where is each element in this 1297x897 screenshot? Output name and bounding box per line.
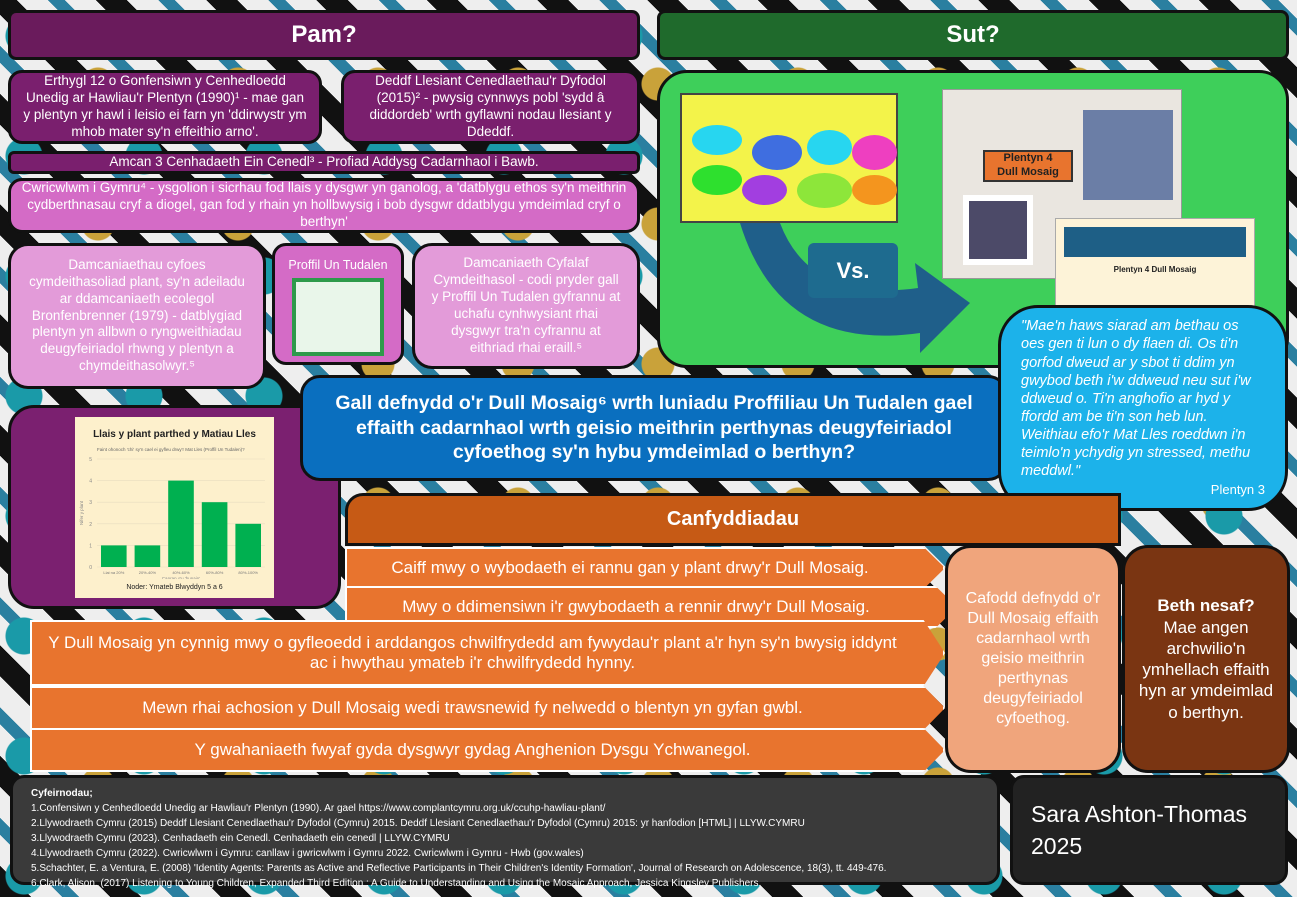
mat-lles-image [680,93,898,223]
x-tick-label: 20%-40% [139,570,157,575]
finding-4: Mewn rhai achosion y Dull Mosaig wedi tr… [30,686,945,730]
y-tick-label: 5 [89,457,92,463]
quote-bubble: "Mae'n haws siarad am bethau os oes gen … [998,305,1288,511]
chart-box: Llais y plant parthed y Matiau Lles Fain… [8,405,341,609]
bar [101,544,127,567]
next-text: Mae angen archwilio'n ymhellach effaith … [1138,617,1274,722]
reference-2: 2.Llywodraeth Cymru (2015) Deddf Llesian… [31,818,805,829]
bar [201,501,228,567]
y-tick-label: 1 [89,543,92,549]
research-question: Gall defnydd o'r Dull Mosaig⁶ wrth lunia… [300,375,1008,481]
amcan-bar: Amcan 3 Cenhadaeth Ein Cenedl³ - Profiad… [8,151,640,174]
y-axis-label: Nifer y plant [79,500,84,525]
uncrc-box: Erthygl 12 o Gonfensiwn y Cenhedloedd Un… [8,70,322,144]
y-tick-label: 4 [89,478,92,484]
references-title: Cyfeirnodau; [31,788,93,799]
finding-5: Y gwahaniaeth fwyaf gyda dysgwyr gydag A… [30,728,945,772]
reference-6: 6.Clark, Alison. (2017) Listening to You… [31,878,762,889]
x-tick-label: Llai na 20% [103,570,124,575]
wellbeing-act-box: Deddf Llesiant Cenedlaethau'r Dyfodol (2… [341,70,640,144]
next-title: Beth nesaf? [1157,596,1255,616]
x-tick-label: 60%-80% [206,570,224,575]
chart-title: Llais y plant parthed y Matiau Lles [93,428,256,440]
proffil-box: Proffil Un Tudalen [272,243,404,365]
x-tick-label: 80%-100% [238,570,258,575]
mosaic-label: Plentyn 4 Dull Mosaig [983,150,1073,182]
x-axis-label: Canran o'u 'hunain' [162,576,200,579]
one-page-profile-image [292,277,384,356]
y-tick-label: 0 [89,565,92,571]
quote-text: "Mae'n haws siarad am bethau os oes gen … [1021,318,1251,480]
bar-chart: Faint ohonoch 'chi' sy'n cael ei gyfleu … [79,447,265,579]
next-steps-box: Beth nesaf? Mae angen archwilio'n ymhell… [1122,545,1290,773]
reference-5: 5.Schachter, E. a Ventura, E. (2008) 'Id… [31,863,887,874]
cyfalaf-box: Damcaniaeth Cyfalaf Cymdeithasol - codi … [412,243,640,369]
bar [134,544,161,567]
sut-header: Sut? [657,10,1289,60]
reference-3: 3.Llywodraeth Cymru (2023). Cenhadaeth e… [31,833,450,844]
chart-panel: Llais y plant parthed y Matiau Lles Fain… [75,416,274,598]
quote-author: Plentyn 3 [1210,482,1265,498]
damcaniaethau-box: Damcaniaethau cyfoes cymdeithasoliad pla… [8,243,266,389]
doc-title: Plentyn 4 Dull Mosaig [1113,265,1197,274]
x-tick-label: 40%-60% [172,570,190,575]
y-tick-label: 3 [89,500,92,506]
references-box: Cyfeirnodau; 1.Confensiwn y Cenhedloedd … [10,775,1000,889]
author-box: Sara Ashton-Thomas 2025 [1010,775,1288,885]
chart-subtitle: Faint ohonoch 'chi' sy'n cael ei gyfleu … [97,447,245,452]
canfyddiadau-header: Canfyddiadau [345,493,1121,546]
cwricwlwm-box: Cwricwlwm i Gymru⁴ - ysgolion i sicrhau … [8,178,640,233]
bar [168,480,194,567]
reference-1: 1.Confensiwn y Cenhedloedd Unedig ar Haw… [31,803,606,814]
finding-1: Caiff mwy o wybodaeth ei rannu gan y pla… [345,547,945,589]
conclusion-box: Cafodd defnydd o'r Dull Mosaig effaith c… [945,545,1121,773]
pam-header: Pam? [8,10,640,60]
proffil-label: Proffil Un Tudalen [288,258,388,272]
reference-4: 4.Llywodraeth Cymru (2022). Cwricwlwm i … [31,848,584,859]
finding-3: Y Dull Mosaig yn cynnig mwy o gyfleoedd … [30,620,945,686]
vs-label: Vs. [808,243,898,298]
y-tick-label: 2 [89,521,92,527]
chart-note: Noder: Ymateb Blwyddyn 5 a 6 [126,583,223,591]
bar [235,523,261,567]
